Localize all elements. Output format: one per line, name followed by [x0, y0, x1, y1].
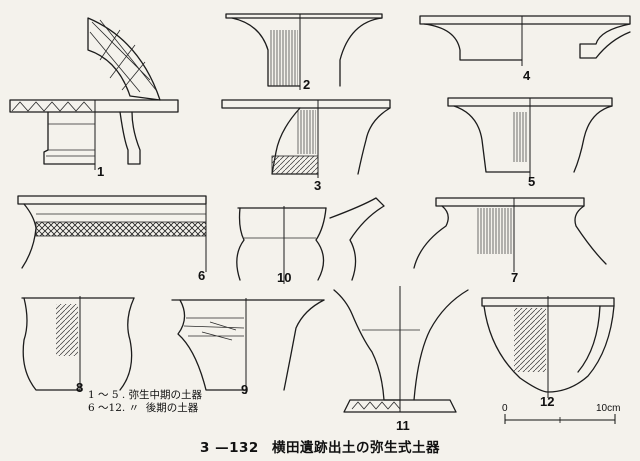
vessel-2: [225, 13, 383, 90]
vessel-1: [9, 17, 179, 170]
scale-start-label: 0: [502, 403, 508, 414]
legend-text: 弥生中期の土器: [128, 389, 203, 401]
vessel-6: [17, 195, 207, 272]
item-number: 3: [314, 178, 321, 193]
scale-end-label: 10cm: [596, 403, 620, 414]
figure-title: 横田遺跡出土の弥生式土器: [271, 440, 440, 456]
figure-number: 3 —132: [200, 440, 259, 456]
item-number: 10: [277, 270, 291, 285]
item-number: 12: [540, 394, 554, 409]
vessel-5: [447, 97, 613, 178]
vessel-10: [236, 197, 385, 284]
vessel-12: [481, 296, 615, 398]
vessel-8: [21, 296, 135, 392]
vessel-9: [171, 298, 325, 394]
legend-text: 〃 後期の土器: [128, 402, 199, 414]
legend-range: 1 ～ 5 .: [88, 389, 126, 401]
legend-line: 6 ～12. 〃 後期の土器: [88, 402, 202, 415]
item-number: 9: [241, 382, 248, 397]
item-number: 1: [97, 164, 104, 179]
item-number: 6: [198, 268, 205, 283]
vessel-3: [221, 99, 391, 178]
item-number: 2: [303, 77, 310, 92]
vessel-7: [413, 197, 607, 272]
item-number: 7: [511, 270, 518, 285]
item-number: 4: [523, 68, 531, 83]
legend-line: 1 ～ 5 . 弥生中期の土器: [88, 389, 202, 402]
vessel-4: [419, 15, 631, 66]
vessel-11: [333, 286, 469, 413]
figure-caption: 3 —132 横田遺跡出土の弥生式土器: [0, 436, 640, 456]
scale-bar: 0 10cm: [502, 403, 620, 424]
legend-range: 6 ～12.: [88, 402, 126, 414]
item-number: 8: [76, 380, 83, 395]
item-number: 11: [396, 418, 410, 433]
legend: 1 ～ 5 . 弥生中期の土器 6 ～12. 〃 後期の土器: [88, 389, 202, 415]
item-number: 5: [528, 174, 535, 189]
